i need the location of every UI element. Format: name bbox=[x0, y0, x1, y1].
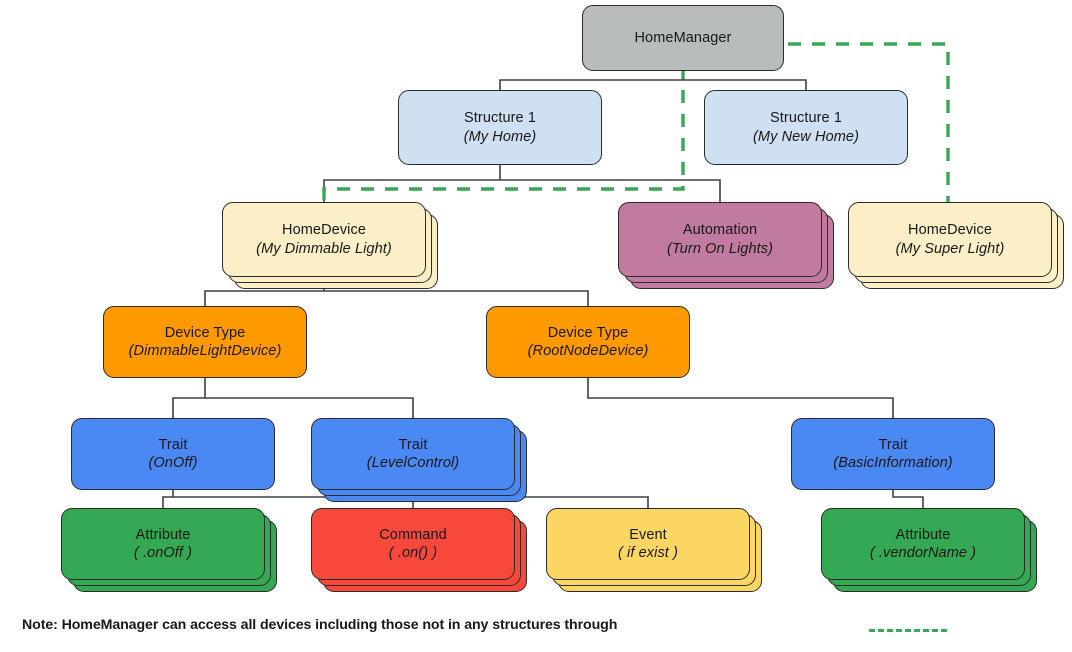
node-subtitle: ( if exist ) bbox=[617, 545, 678, 561]
node-subtitle: (LevelControl) bbox=[366, 455, 460, 471]
node-device-type-2[interactable]: Device Type (RootNodeDevice) bbox=[486, 306, 690, 378]
edge-homemanager-structures bbox=[499, 70, 807, 91]
node-subtitle: (BasicInformation) bbox=[833, 455, 953, 471]
node-title: Device Type bbox=[164, 324, 246, 341]
edge-devicetype2-trait bbox=[587, 377, 894, 419]
node-subtitle: (My Dimmable Light) bbox=[256, 240, 392, 257]
node-title: HomeDevice bbox=[908, 222, 992, 239]
node-device-type-1[interactable]: Device Type (DimmableLightDevice) bbox=[103, 306, 307, 378]
node-title: Trait bbox=[398, 436, 428, 453]
node-home-device-2[interactable]: HomeDevice(My Super Light) bbox=[848, 202, 1052, 277]
node-title: Device Type bbox=[547, 324, 629, 341]
footer-note: Note: HomeManager can access all devices… bbox=[22, 617, 618, 633]
node-structure-1[interactable]: Structure 1(My Home) bbox=[398, 90, 602, 165]
node-automation-1[interactable]: Automation(Turn On Lights) bbox=[618, 202, 822, 277]
node-subtitle: (OnOff) bbox=[148, 455, 198, 471]
node-trait-basic[interactable]: Trait (BasicInformation) bbox=[791, 418, 995, 490]
node-subtitle: (RootNodeDevice) bbox=[527, 343, 649, 359]
node-title: Event bbox=[629, 526, 667, 543]
node-attribute-onoff[interactable]: Attribute ( .onOff ) bbox=[61, 508, 265, 580]
node-title: Trait bbox=[158, 436, 188, 453]
node-title: Trait bbox=[878, 436, 908, 453]
node-subtitle: (My Home) bbox=[463, 128, 537, 145]
node-home-manager[interactable]: HomeManager bbox=[582, 5, 784, 71]
dashed-edge-homemanager-homedevice1 bbox=[322, 66, 685, 202]
node-structure-2[interactable]: Structure 1(My New Home) bbox=[704, 90, 908, 165]
node-title: Attribute bbox=[135, 526, 191, 543]
node-subtitle: ( .onOff ) bbox=[133, 545, 193, 561]
node-home-device-1[interactable]: HomeDevice(My Dimmable Light) bbox=[222, 202, 426, 277]
footer-note-legend-dashed-line bbox=[869, 629, 947, 632]
node-title: HomeManager bbox=[634, 29, 732, 46]
edge-devicetype1-traits bbox=[172, 377, 414, 419]
node-title: Attribute bbox=[895, 526, 951, 543]
node-subtitle: (My New Home) bbox=[752, 128, 860, 145]
node-attribute-vendor[interactable]: Attribute ( .vendorName ) bbox=[821, 508, 1025, 580]
node-title: Command bbox=[379, 526, 447, 543]
edge-structure1-children bbox=[323, 164, 721, 203]
node-title: Structure 1 bbox=[769, 110, 843, 127]
node-command-on[interactable]: Command ( .on() ) bbox=[311, 508, 515, 580]
node-title: Automation bbox=[682, 222, 758, 239]
node-subtitle: (Turn On Lights) bbox=[666, 240, 774, 257]
edge-trait-basic-child bbox=[892, 489, 924, 509]
node-subtitle: (DimmableLightDevice) bbox=[128, 343, 282, 359]
dashed-edge-homemanager-homedevice2 bbox=[788, 42, 950, 202]
node-subtitle: ( .on() ) bbox=[388, 545, 438, 561]
node-subtitle: (My Super Light) bbox=[895, 240, 1005, 257]
node-trait-onoff[interactable]: Trait (OnOff) bbox=[71, 418, 275, 490]
node-event-if-exist[interactable]: Event ( if exist ) bbox=[546, 508, 750, 580]
node-title: Structure 1 bbox=[463, 110, 537, 127]
node-title: HomeDevice bbox=[282, 222, 366, 239]
node-subtitle: ( .vendorName ) bbox=[869, 545, 977, 561]
node-trait-level[interactable]: Trait (LevelControl) bbox=[311, 418, 515, 490]
